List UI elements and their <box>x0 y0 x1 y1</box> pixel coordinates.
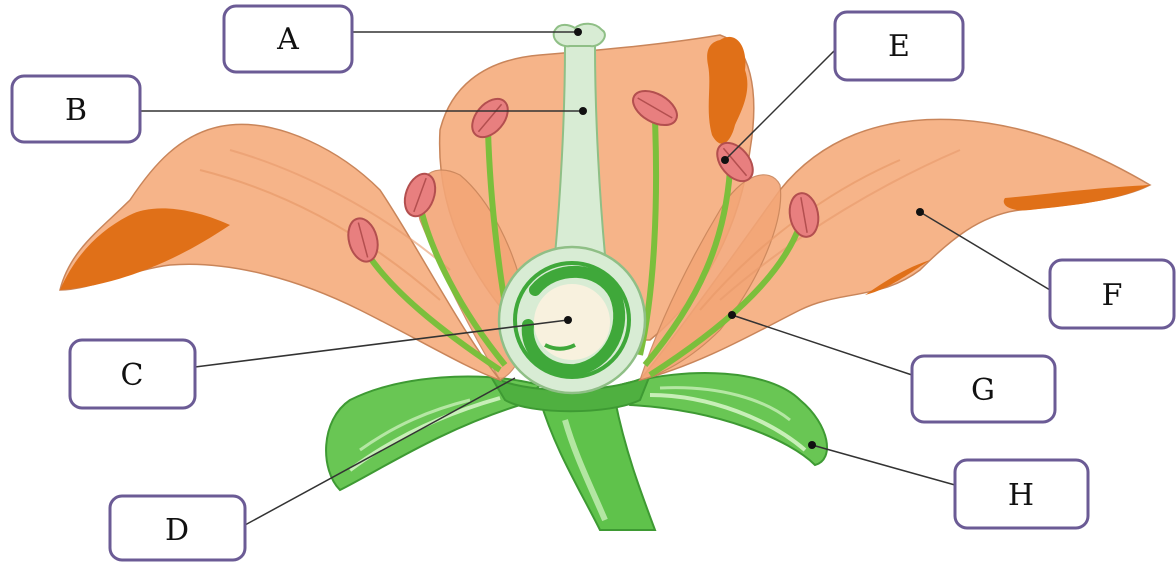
stem <box>540 400 655 530</box>
dot-a <box>574 28 582 36</box>
stem-and-sepals <box>326 373 827 530</box>
label-box-e: E <box>835 12 963 80</box>
dot-h <box>808 441 816 449</box>
label-f: F <box>1102 278 1123 313</box>
label-box-d: D <box>110 496 245 560</box>
label-d: D <box>165 513 189 548</box>
label-h: H <box>1008 478 1034 513</box>
leader-line-h <box>812 445 955 485</box>
dot-b <box>579 107 587 115</box>
dot-f <box>916 208 924 216</box>
label-b: B <box>65 93 87 128</box>
dot-e <box>721 156 729 164</box>
dot-g <box>728 311 736 319</box>
ovule <box>534 284 610 360</box>
label-g: G <box>971 373 995 408</box>
dot-c <box>564 316 572 324</box>
label-box-g: G <box>912 356 1055 422</box>
label-e: E <box>888 29 910 64</box>
label-box-a: A <box>224 6 352 72</box>
label-box-h: H <box>955 460 1088 528</box>
label-box-f: F <box>1050 260 1174 328</box>
label-box-b: B <box>12 76 140 142</box>
label-box-c: C <box>70 340 195 408</box>
right-sepal <box>620 373 827 465</box>
label-c: C <box>121 358 144 393</box>
label-a: A <box>276 22 299 57</box>
leader-line-g <box>732 315 912 375</box>
